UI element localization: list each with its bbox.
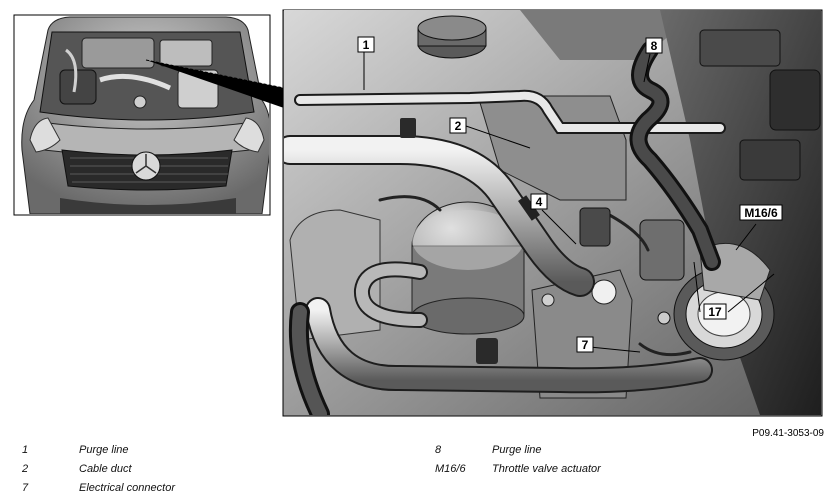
legend-text: Throttle valve actuator: [492, 463, 601, 475]
callout-4-label: 4: [536, 195, 543, 209]
legend-item: 2 Cable duct: [22, 463, 175, 482]
callout-2: 2: [449, 117, 467, 134]
callout-8: 8: [645, 37, 663, 54]
callout-m16-6: M16/6: [739, 204, 783, 221]
legend-item: 8 Purge line: [435, 444, 601, 463]
legend-number: 7: [22, 482, 29, 494]
legend-text: Purge line: [492, 444, 542, 456]
legend-text: Electrical connector: [79, 482, 175, 494]
callout-17: 17: [703, 303, 727, 320]
callout-4: 4: [530, 193, 548, 210]
figure-id: P09.41-3053-09: [752, 428, 824, 439]
detail-engine-image: 1 2 4 7 8 M16/6 17: [282, 9, 823, 417]
legend-item: 7 Electrical connector: [22, 482, 175, 501]
legend-left: 1 Purge line 2 Cable duct 7 Electrical c…: [22, 444, 175, 501]
callout-17-label: 17: [708, 305, 722, 319]
legend-item: M16/6 Throttle valve actuator: [435, 463, 601, 482]
overview-car-image: [13, 14, 271, 216]
callout-7-label: 7: [582, 338, 589, 352]
legend-number: 1: [22, 444, 29, 456]
legend-number: 8: [435, 444, 442, 456]
legend-item: 1 Purge line: [22, 444, 175, 463]
legend-text: Purge line: [79, 444, 129, 456]
pointer-lines: [145, 59, 285, 108]
legend-right: 8 Purge line M16/6 Throttle valve actuat…: [435, 444, 601, 482]
legend-text: Cable duct: [79, 463, 132, 475]
callout-7: 7: [576, 336, 594, 353]
legend-number: 2: [22, 463, 29, 475]
callout-1-label: 1: [363, 38, 370, 52]
callout-2-label: 2: [455, 119, 462, 133]
callout-m16-6-label: M16/6: [744, 206, 778, 220]
legend-number: M16/6: [435, 463, 466, 475]
callout-8-label: 8: [651, 39, 658, 53]
callout-1: 1: [357, 36, 375, 53]
